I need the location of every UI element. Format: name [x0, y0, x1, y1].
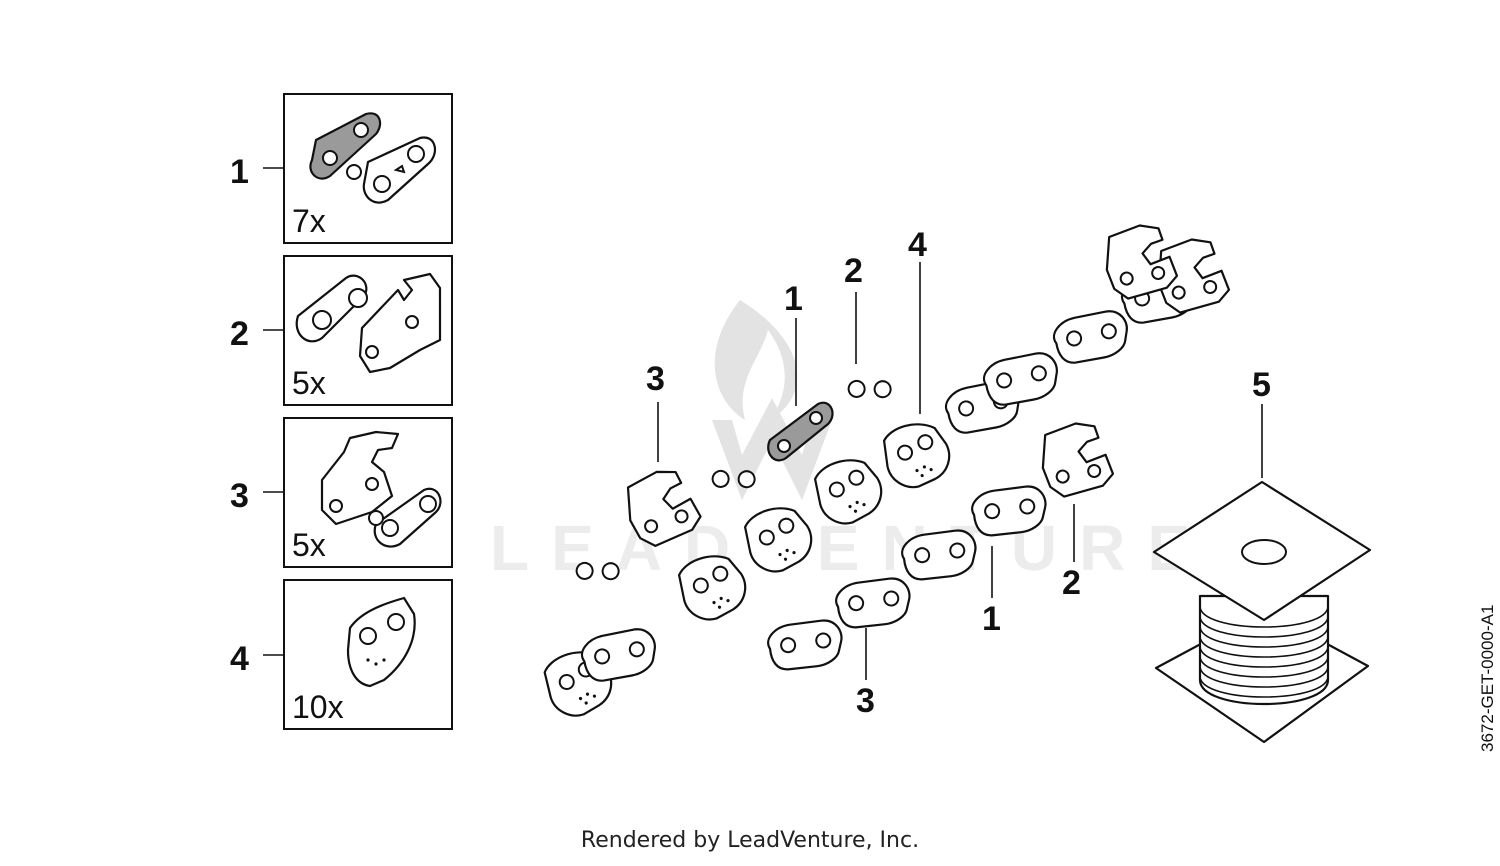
callout-lower-3: 3 — [856, 682, 875, 720]
chain-spool — [1152, 480, 1372, 744]
legend-quantity-4: 10x — [292, 689, 344, 725]
legend-number-2: 2 — [230, 315, 249, 353]
footer-credit: Rendered by LeadVenture, Inc. — [580, 828, 920, 853]
legend-quantity-1: 7x — [292, 203, 326, 239]
legend-number-4: 4 — [230, 640, 249, 678]
callout-spool-5: 5 — [1252, 366, 1271, 404]
callout-lower-2: 2 — [1062, 564, 1081, 602]
callout-main-4: 4 — [908, 226, 927, 264]
callout-main-3: 3 — [646, 360, 665, 398]
legend-item-4: 4 10x — [230, 579, 453, 730]
callout-lower-1: 1 — [982, 600, 1001, 638]
legend-quantity-2: 5x — [292, 365, 326, 401]
callout-leaders — [657, 262, 1263, 680]
legend-item-1: 1 7x — [230, 93, 453, 244]
legend-quantity-3: 5x — [292, 527, 326, 563]
legend-number-3: 3 — [230, 477, 249, 515]
callout-main-1: 1 — [784, 280, 803, 318]
chain-assembly — [538, 219, 1233, 724]
legend-item-3: 3 5x — [230, 417, 453, 568]
callout-main-2: 2 — [844, 252, 863, 290]
legend-item-2: 2 5x — [230, 255, 453, 406]
chain-upper-strand — [573, 219, 1233, 592]
legend-number-1: 1 — [230, 153, 249, 191]
drawing-code: 3672-GET-0000-A1 — [1478, 604, 1497, 752]
